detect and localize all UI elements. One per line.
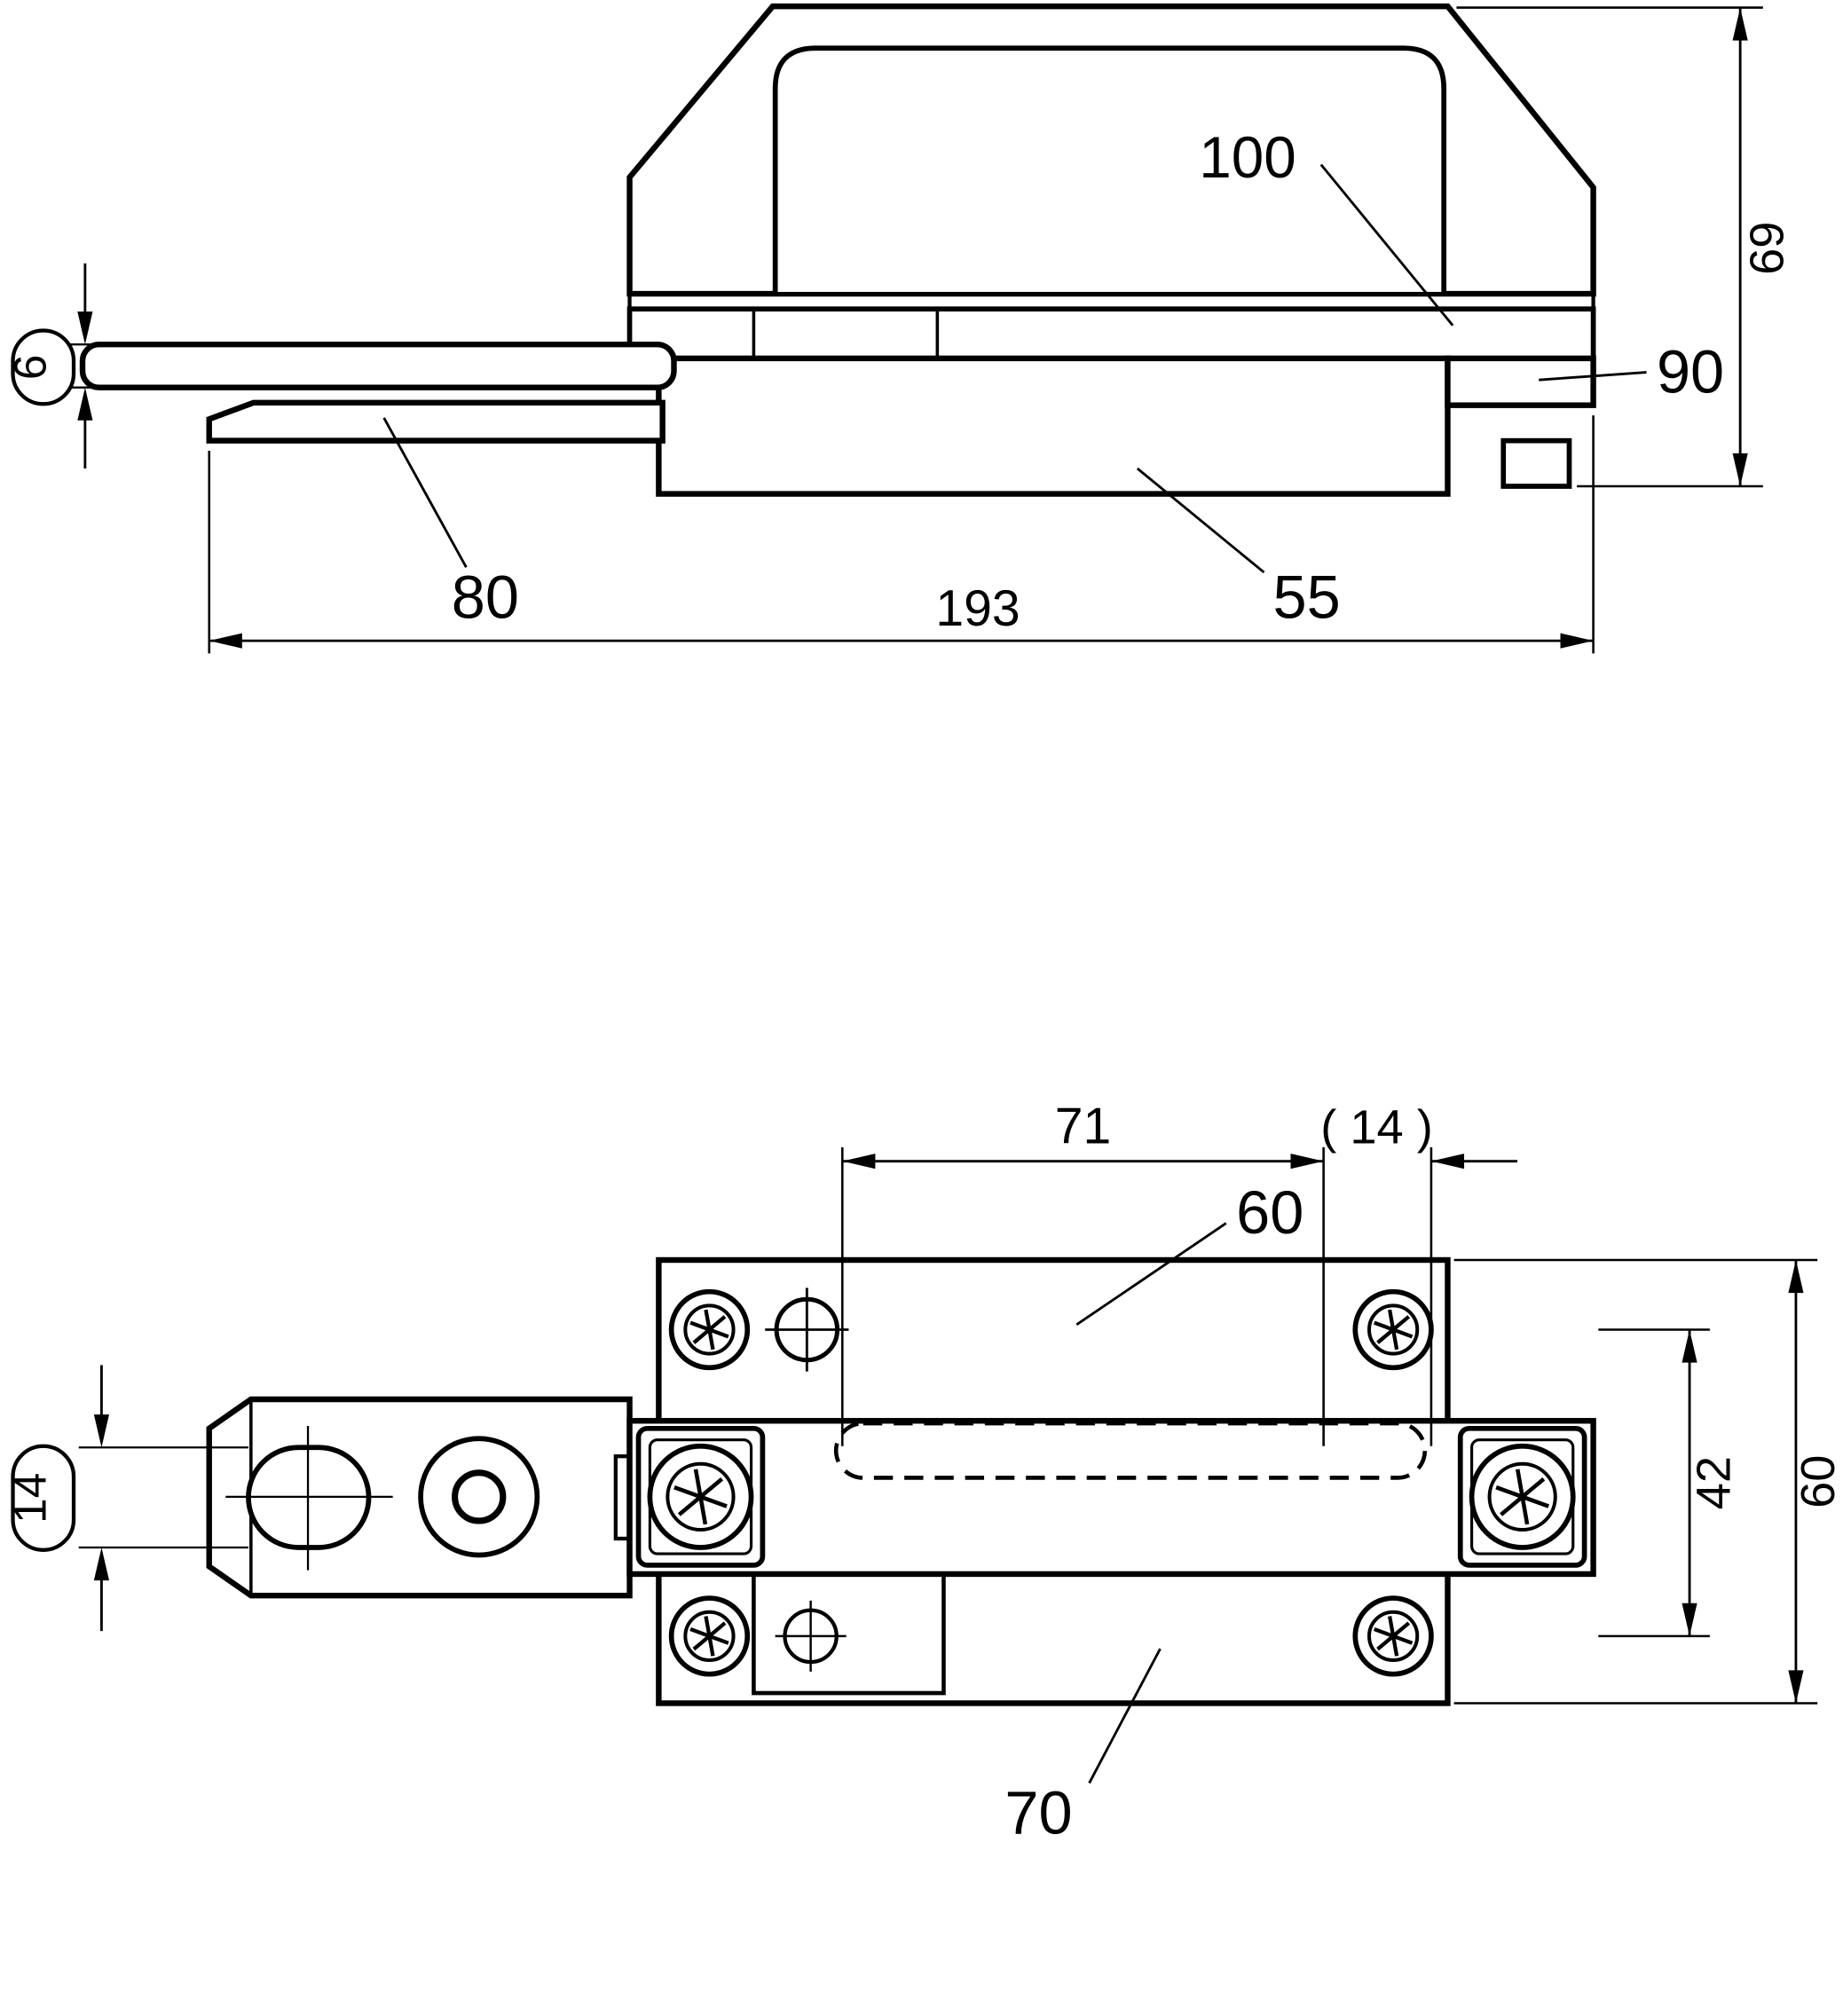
dimension-14: 14	[4, 1365, 248, 1632]
dim-193-label: 193	[935, 580, 1020, 637]
dimension-14-ref: ( 14 )	[1320, 1101, 1517, 1446]
boss-screw-left-icon	[650, 1446, 751, 1547]
dim-71-label: 71	[1055, 1099, 1112, 1155]
boss-screw-right-icon	[1472, 1446, 1573, 1547]
hidden-slot	[833, 1421, 1428, 1480]
callout-80: 80	[382, 417, 519, 631]
dimension-42: 42	[1598, 1328, 1741, 1638]
mid-band	[626, 306, 1596, 361]
callout-55-label: 55	[1273, 563, 1341, 631]
dimension-60: 60	[1453, 1258, 1843, 1705]
dimension-71: 71	[841, 1099, 1325, 1446]
plate-screw-bottom-left-icon	[672, 1598, 748, 1674]
callout-100-label: 100	[1199, 125, 1296, 190]
plate-screw-top-right-icon	[1355, 1292, 1431, 1368]
callout-60-label: 60	[1236, 1178, 1303, 1247]
dim-14-balloon	[11, 1444, 76, 1552]
plan-view: 71 ( 14 ) 60 14	[4, 1099, 1843, 1847]
dimension-6: 6	[4, 263, 93, 469]
latch-bar-left-tab	[613, 1454, 632, 1541]
dim-6-label: 6	[4, 355, 56, 381]
right-block	[1445, 355, 1596, 408]
callout-80-label: 80	[452, 563, 519, 631]
plate-screw-bottom-right-icon	[1355, 1598, 1431, 1674]
lock-arm-side	[206, 399, 666, 444]
latch-bar	[626, 1418, 1596, 1578]
callout-100: 100	[1199, 125, 1454, 327]
callout-55: 55	[1136, 467, 1341, 631]
dimension-193: 193	[208, 415, 1595, 654]
callout-70: 70	[1004, 1648, 1162, 1847]
dim-60-label: 60	[1792, 1455, 1843, 1508]
cover-window	[772, 45, 1447, 295]
dim-6-balloon	[11, 328, 76, 406]
right-foot-tab	[1500, 437, 1572, 489]
callout-70-label: 70	[1004, 1778, 1072, 1847]
pivot-knob-inner	[452, 1469, 507, 1524]
base-plate-side	[656, 355, 1451, 497]
callout-60: 60	[1075, 1178, 1303, 1326]
dim-14-label: 14	[4, 1473, 56, 1524]
dim-14-ref-label: ( 14 )	[1320, 1101, 1433, 1154]
bottom-pocket	[752, 1576, 946, 1696]
dim-42-label: 42	[1688, 1456, 1741, 1509]
release-arm-side	[79, 341, 677, 390]
callout-90-label: 90	[1657, 337, 1724, 406]
callout-90: 90	[1539, 337, 1724, 406]
side-view: 6 69 100 90 80 55	[4, 3, 1794, 654]
dimension-69: 69	[1456, 6, 1794, 488]
plate-screw-top-left-icon	[672, 1292, 748, 1368]
dim-69-label: 69	[1741, 222, 1794, 275]
